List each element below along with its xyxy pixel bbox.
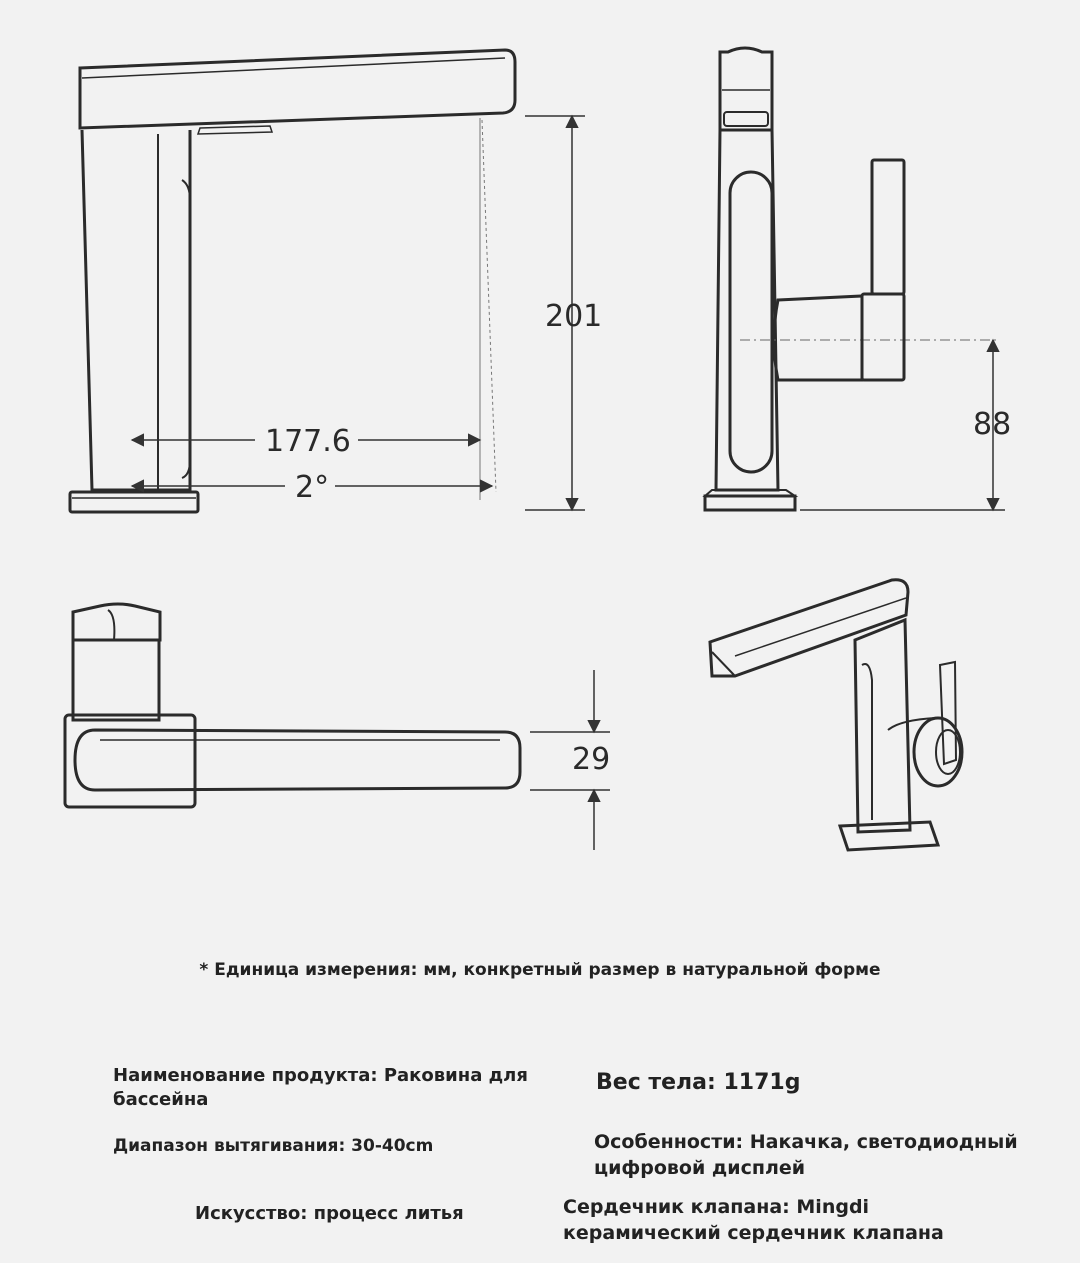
dimension-angle-2: 2° [295,470,329,505]
faucet-technical-drawing: 201 177.6 2° 88 29 [63,46,1011,852]
spec-features: Особенности: Накачка, светодиодный цифро… [594,1131,1018,1179]
front-dimension-lines [130,114,585,512]
perspective-view [708,578,964,852]
spec-weight: Вес тела: 1171g [596,1070,801,1095]
spec-valve-core: Сердечник клапана: Mingdi керамический с… [563,1196,944,1244]
spec-craft: Искусство: процесс литья [195,1203,464,1224]
dimension-height-88: 88 [973,407,1011,442]
dimension-thickness-29: 29 [572,742,610,777]
front-view [68,48,517,514]
dimension-reach-177-6: 177.6 [265,424,351,459]
top-dimension-lines [530,670,610,850]
spec-pull-range: Диапазон вытягивания: 30-40cm [113,1136,434,1156]
top-view [63,602,522,809]
dimension-height-201: 201 [545,299,602,334]
spec-product-name: Наименование продукта: Раковина для басс… [113,1065,528,1111]
side-view [702,46,1000,512]
side-dimension-lines [800,338,1005,512]
unit-note: * Единица измерения: мм, конкретный разм… [199,960,881,980]
